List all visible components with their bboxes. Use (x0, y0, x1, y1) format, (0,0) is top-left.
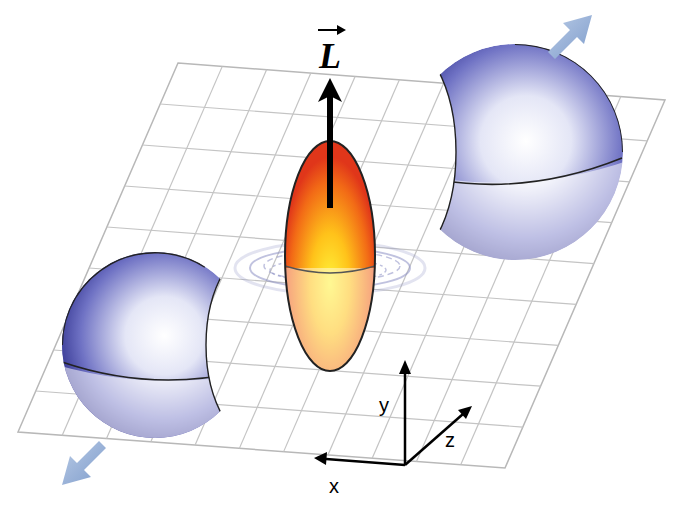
motion-arrow (62, 15, 592, 485)
axis-label: y (379, 394, 389, 417)
vector-label: L (319, 35, 341, 77)
axis-label: x (329, 475, 339, 498)
axis-triad (314, 360, 472, 465)
angular-momentum-arrow (318, 25, 346, 208)
axis-label: z (445, 429, 455, 452)
